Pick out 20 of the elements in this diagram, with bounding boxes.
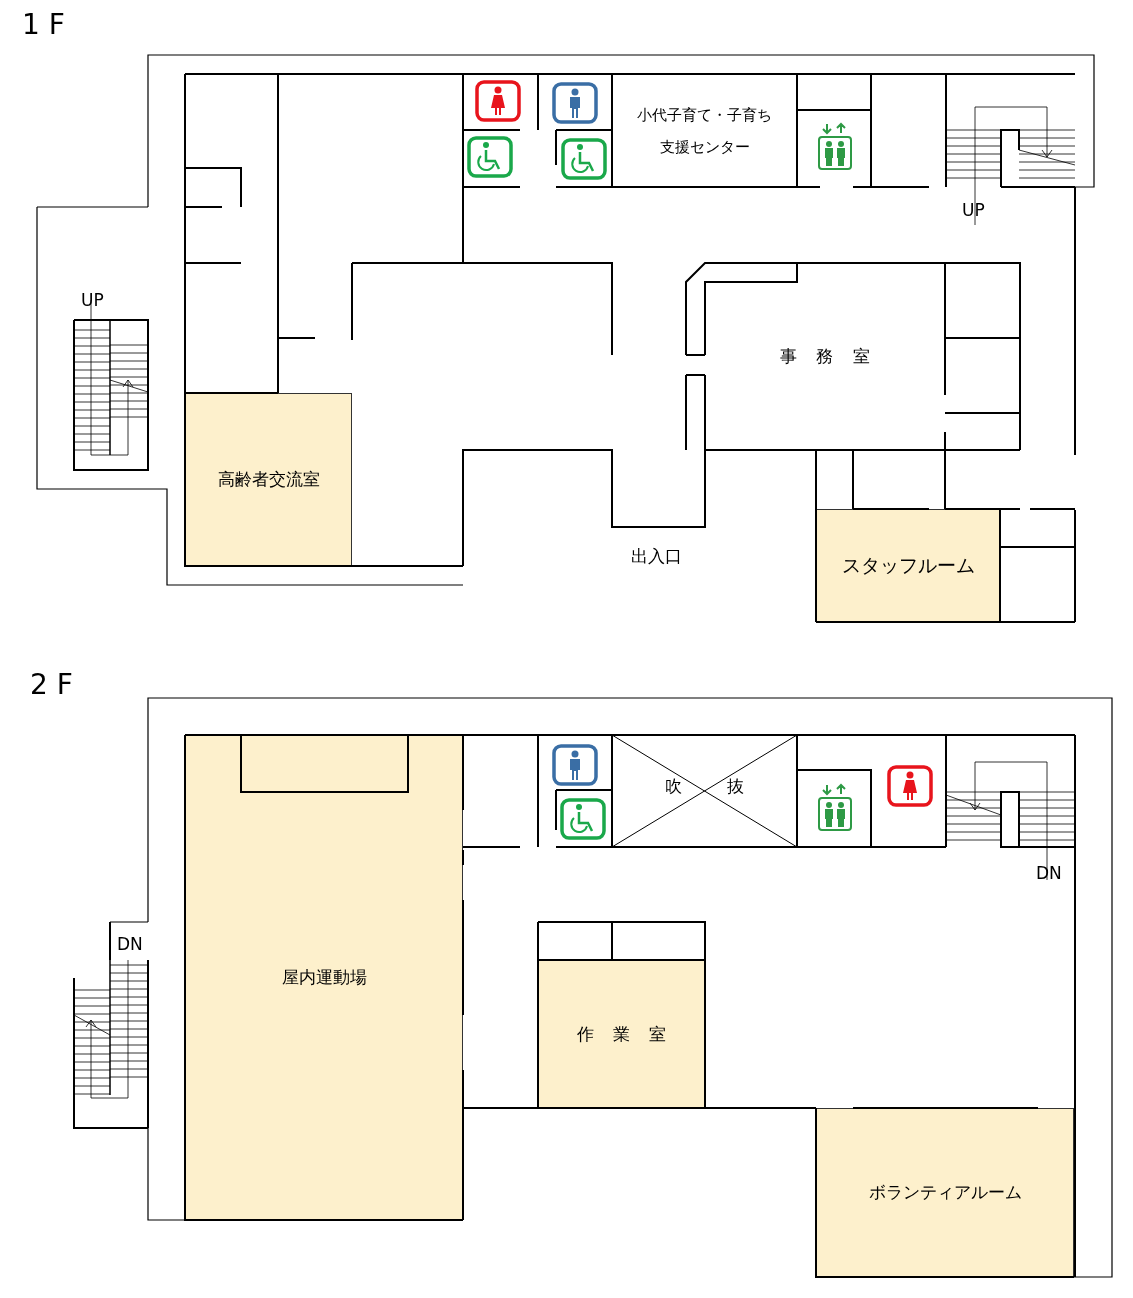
stair-label: DN (1036, 863, 1062, 883)
room-label: 事 務 室 (780, 345, 870, 368)
room (538, 960, 705, 1108)
room-label: 作 業 室 (576, 1022, 667, 1046)
stair-label: UP (962, 200, 985, 220)
room-label: 高齢者交流室 (217, 468, 320, 491)
floor-label: 2 F (30, 668, 73, 701)
room (185, 393, 352, 566)
room-label: 小代子育て・子育ち支援センター (636, 104, 773, 158)
stair-label: DN (117, 934, 143, 954)
room (816, 1108, 1074, 1277)
room-label: スタッフルーム (841, 552, 975, 578)
room (185, 735, 463, 1220)
room-label: 吹 抜 (664, 774, 745, 798)
room-label: ボランティアルーム (868, 1181, 1022, 1204)
room-label: 屋内運動場 (281, 966, 367, 989)
entrance-label: 出入口 (631, 545, 682, 568)
floor-label: 1 F (22, 8, 65, 41)
stair-label: UP (81, 290, 104, 310)
room (816, 509, 1000, 622)
